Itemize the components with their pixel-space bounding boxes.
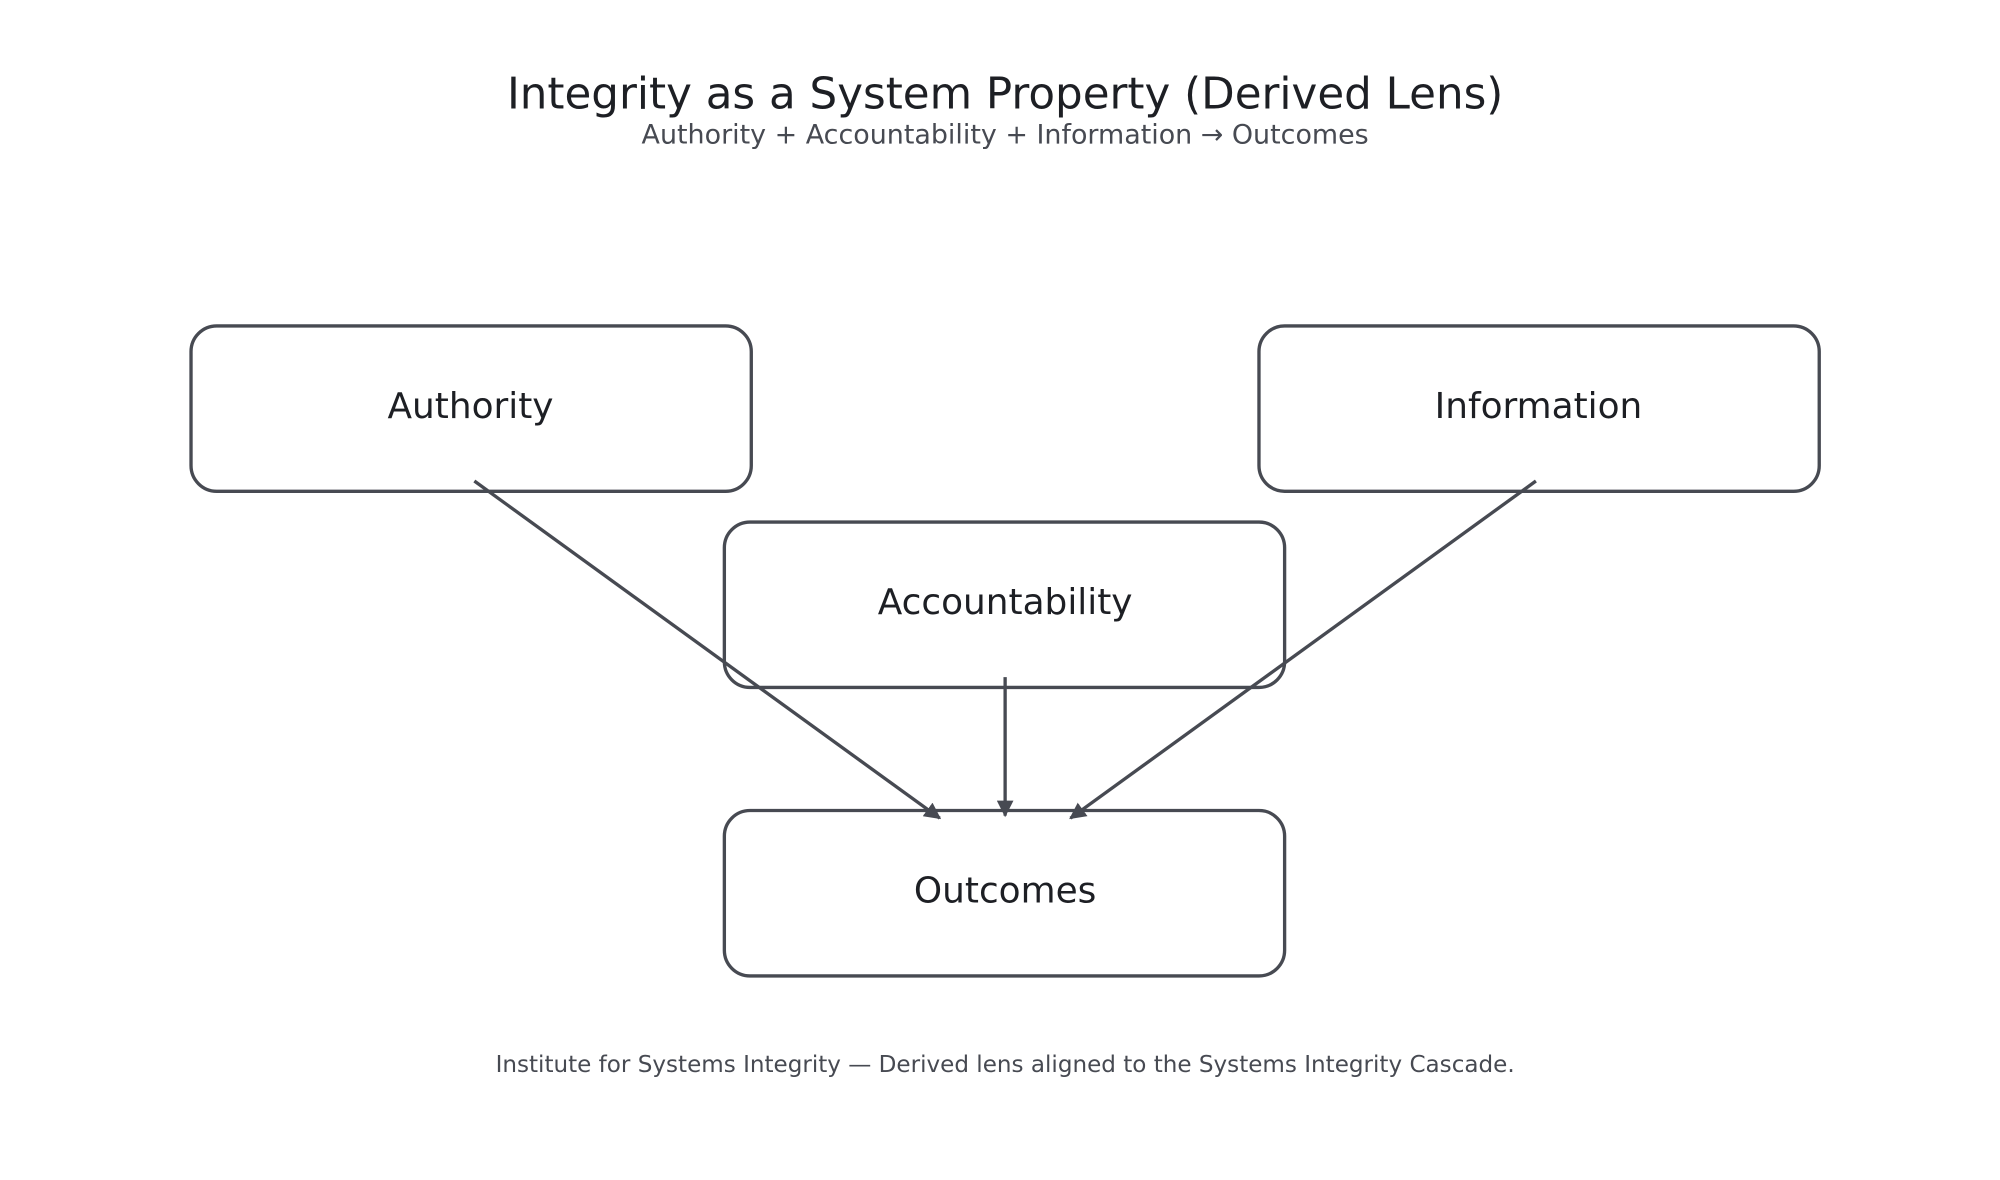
node-box <box>1257 324 1821 493</box>
node-label: Outcomes <box>914 871 1096 912</box>
node-accountability: Accountability <box>722 520 1287 690</box>
diagram-subtitle: Authority + Accountability + Information… <box>642 120 1369 151</box>
node-information: Information <box>1257 324 1821 493</box>
arrow-authority-to-outcomes <box>473 479 942 820</box>
node-label: Information <box>1435 386 1643 427</box>
arrow-information-to-outcomes <box>1069 479 1537 820</box>
diagram-title: Integrity as a System Property (Derived … <box>507 69 1503 119</box>
node-label: Accountability <box>878 582 1133 623</box>
node-outcomes: Outcomes <box>722 808 1287 978</box>
footer-caption: Institute for Systems Integrity — Derive… <box>496 1052 1515 1078</box>
node-box <box>189 324 753 493</box>
node-label: Authority <box>387 386 553 427</box>
node-authority: Authority <box>189 324 753 493</box>
